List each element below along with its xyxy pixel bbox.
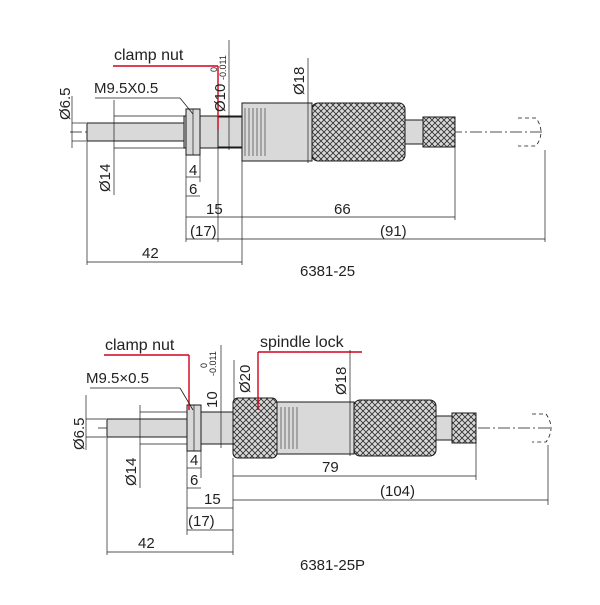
top-dim-d65: Ø6.5 [57,87,74,120]
top-dim-w15: 15 [206,201,223,218]
bottom-spindle [106,418,188,438]
top-dim-w42: 42 [142,245,159,262]
bottom-dim-d65: Ø6.5 [71,417,88,450]
bottom-thimble [353,399,437,457]
top-dim-d10-tol-lower: -0.011 [218,55,228,80]
bottom-dim-w79: 79 [322,459,339,476]
top-ratchet [422,116,456,148]
top-dim-d10-tol-upper: 0 [209,67,219,72]
bottom-thread-label: M9.5×0.5 [86,370,149,387]
bottom-dim-d10-tol-upper: 0 [199,363,209,368]
top-dim-w6: 6 [189,181,197,198]
top-dim-w91: (91) [380,223,407,240]
top-dim-d10: Ø10 [212,84,229,112]
bottom-dim-d14: Ø14 [123,458,140,486]
top-spindle [86,122,185,142]
bottom-dim-d18: Ø18 [333,367,350,395]
top-dim-w17: (17) [190,223,217,240]
top-drawing [70,40,546,265]
bottom-model-label: 6381-25P [300,557,365,574]
top-model-label: 6381-25 [300,263,355,280]
bottom-dim-d10: 10 [204,391,221,408]
top-ratchet-neck [404,119,424,145]
bottom-spindle-lock [232,397,278,459]
bottom-dim-d10-tol-lower: -0.011 [208,351,218,376]
bottom-ratchet [451,412,477,444]
bottom-dim-d20: Ø20 [237,365,254,393]
bottom-dim-w17: (17) [188,513,215,530]
top-dim-d18: Ø18 [291,67,308,95]
bottom-dim-w6: 6 [190,472,198,489]
top-thimble [311,102,406,162]
bottom-sleeve-scale [279,407,299,449]
bottom-drawing [85,345,552,555]
top-dim-d14: Ø14 [97,164,114,192]
top-thread-label: M9.5X0.5 [94,80,158,97]
top-clamp-nut-label: clamp nut [114,47,184,64]
bottom-dim-w42: 42 [138,535,155,552]
top-sleeve-scale [244,108,266,156]
bottom-spindle-lock-label: spindle lock [260,334,345,351]
top-dim-w66: 66 [334,201,351,218]
bottom-dim-w15: 15 [204,491,221,508]
bottom-dim-w104: (104) [380,483,415,500]
bottom-dim-w4: 4 [190,452,198,469]
bottom-clamp-nut-label: clamp nut [105,337,175,354]
top-collar [217,116,243,148]
bottom-ratchet-neck [435,415,453,441]
top-dim-w4: 4 [189,162,197,179]
bottom-phantom-end [532,413,552,443]
